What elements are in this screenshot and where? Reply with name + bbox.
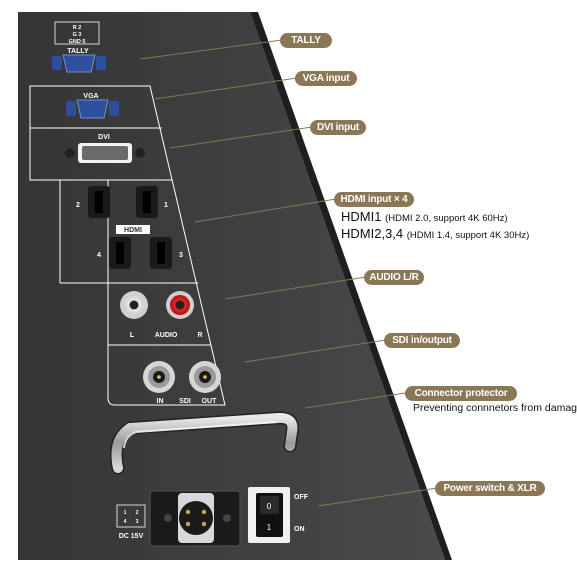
sdi-in-port [143,361,175,393]
sdi-label: SDI [179,398,191,405]
hdmi-port-3 [150,237,172,269]
hdmi-port-1 [136,186,158,218]
hdmi-port-2-label: 2 [76,202,80,209]
tally-pin-3: GND 5 [69,39,86,45]
hdmi-port-1-label: 1 [164,202,168,209]
xlr-pin-3: 3 [136,519,139,525]
hdmi-note-1: HDMI1 (HDMI 2.0, support 4K 60Hz) [341,209,508,224]
switch-on-mark: 1 [267,523,272,532]
callout-protector: Connector protector [405,386,517,401]
callout-power: Power switch & XLR [435,481,545,496]
protector-note: Preventing connnetors from damage [413,402,577,414]
audio-right-jack [166,291,194,319]
callout-tally: TALLY [280,33,332,48]
dvi-port [65,143,145,163]
switch-off-mark: 0 [267,502,272,511]
xlr-pin-1: 1 [124,510,127,516]
hdmi-label-box [116,225,150,234]
panel-body [18,12,445,560]
hdmi-port-2 [88,186,110,218]
callout-vga: VGA input [295,71,357,86]
audio-l-label: L [130,332,135,339]
callout-dvi: DVI input [310,120,366,135]
switch-off-label: OFF [294,494,309,501]
tally-pin-label: R 2 G 3 GND 5 [54,21,100,45]
hdmi-note-2: HDMI2,3,4 (HDMI 1.4, support 4K 30Hz) [341,226,530,241]
power-switch: 0 1 [248,487,290,543]
dvi-port-label: DVI [98,134,110,141]
leader-lines [139,39,438,507]
vga-port [66,99,119,119]
tally-port-label: TALLY [67,48,89,55]
xlr-pin-2: 2 [136,510,139,516]
sdi-out-label: OUT [202,398,218,405]
sdi-in-label: IN [157,398,164,405]
audio-label: AUDIO [155,332,178,339]
callout-hdmi: HDMI input × 4 [334,192,414,207]
tally-pin-1: R 2 [73,25,82,31]
vga-port-label: VGA [83,93,98,100]
dc-pin-diagram: 1 2 4 3 [116,504,146,528]
hdmi-port-3-label: 3 [179,252,183,259]
xlr-pin-4: 4 [124,519,127,525]
hdmi-section-label: HDMI [124,227,142,234]
hdmi-port-4 [109,237,131,269]
switch-on-label: ON [294,526,305,533]
xlr-power-port [149,490,241,547]
sdi-out-port [189,361,221,393]
audio-left-jack [120,291,148,319]
tally-port [52,54,106,73]
audio-r-label: R [197,332,202,339]
callout-audio: AUDIO L/R [364,270,424,285]
panel-edge [250,12,452,560]
callout-sdi: SDI in/output [384,333,460,348]
dc-voltage-label: DC 15V [119,533,144,540]
tally-pin-2: G 3 [73,32,82,38]
connector-protector-handle [110,411,299,475]
hdmi-port-4-label: 4 [97,252,101,259]
